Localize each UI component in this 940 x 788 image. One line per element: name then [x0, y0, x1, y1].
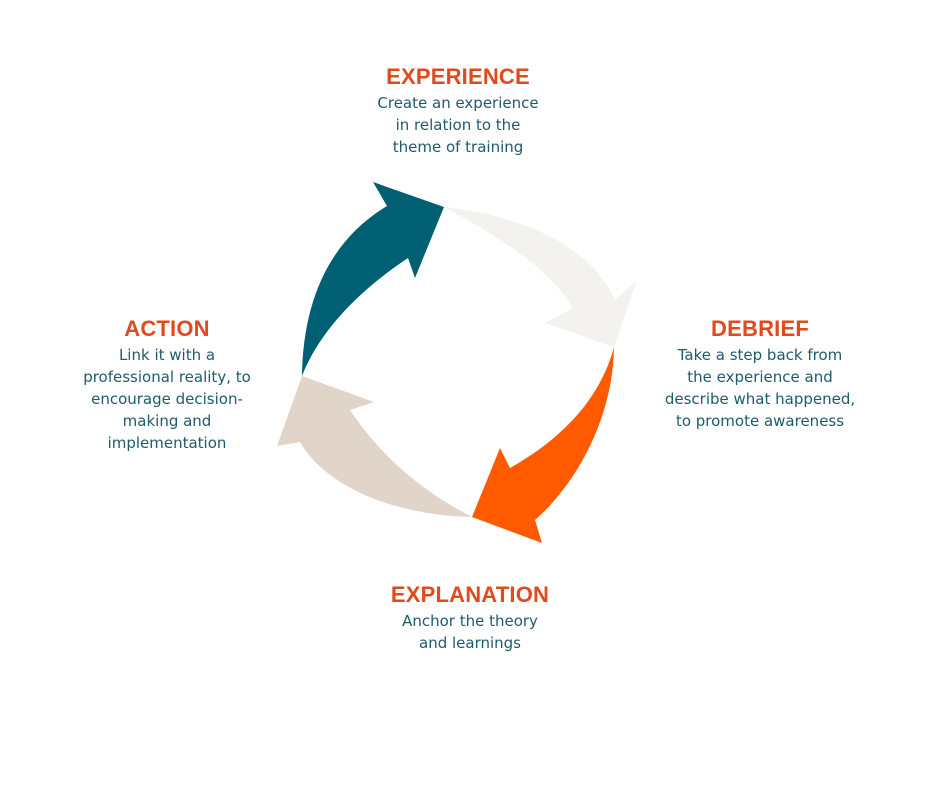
action-description: Link it with a professional reality, to … — [62, 344, 272, 454]
action-line: professional reality, to — [83, 368, 251, 386]
arrow-explanation-to-action — [277, 376, 472, 517]
debrief-description: Take a step back from the experience and… — [640, 344, 880, 432]
experience-line: theme of training — [392, 138, 524, 156]
debrief-line: the experience and — [687, 368, 833, 386]
action-line: implementation — [107, 434, 227, 452]
debrief-line: Take a step back from — [677, 346, 843, 364]
experience-description: Create an experience in relation to the … — [340, 92, 576, 158]
arrow-experience-to-debrief — [444, 207, 637, 347]
action-line: Link it with a — [118, 346, 216, 364]
debrief-line: describe what happened, — [664, 390, 856, 408]
experience-line: Create an experience — [377, 94, 539, 112]
stage-debrief: DEBRIEF Take a step back from the experi… — [640, 316, 880, 432]
experience-title: EXPERIENCE — [386, 64, 530, 89]
action-line: encourage decision- — [91, 390, 243, 408]
action-line: making and — [122, 412, 212, 430]
stage-action: ACTION Link it with a professional reali… — [62, 316, 272, 454]
debrief-line: to promote awareness — [675, 412, 845, 430]
explanation-title: EXPLANATION — [390, 582, 550, 607]
action-title: ACTION — [124, 316, 210, 341]
experience-line: in relation to the — [395, 116, 521, 134]
stage-experience: EXPERIENCE Create an experience in relat… — [340, 64, 576, 158]
debrief-title: DEBRIEF — [711, 316, 809, 341]
explanation-line: and learnings — [419, 634, 521, 652]
stage-explanation: EXPLANATION Anchor the theory and learni… — [350, 582, 590, 654]
explanation-description: Anchor the theory and learnings — [350, 610, 590, 654]
arrow-action-to-experience — [302, 182, 444, 376]
explanation-line: Anchor the theory — [402, 612, 538, 630]
arrow-debrief-to-explanation — [472, 347, 614, 543]
